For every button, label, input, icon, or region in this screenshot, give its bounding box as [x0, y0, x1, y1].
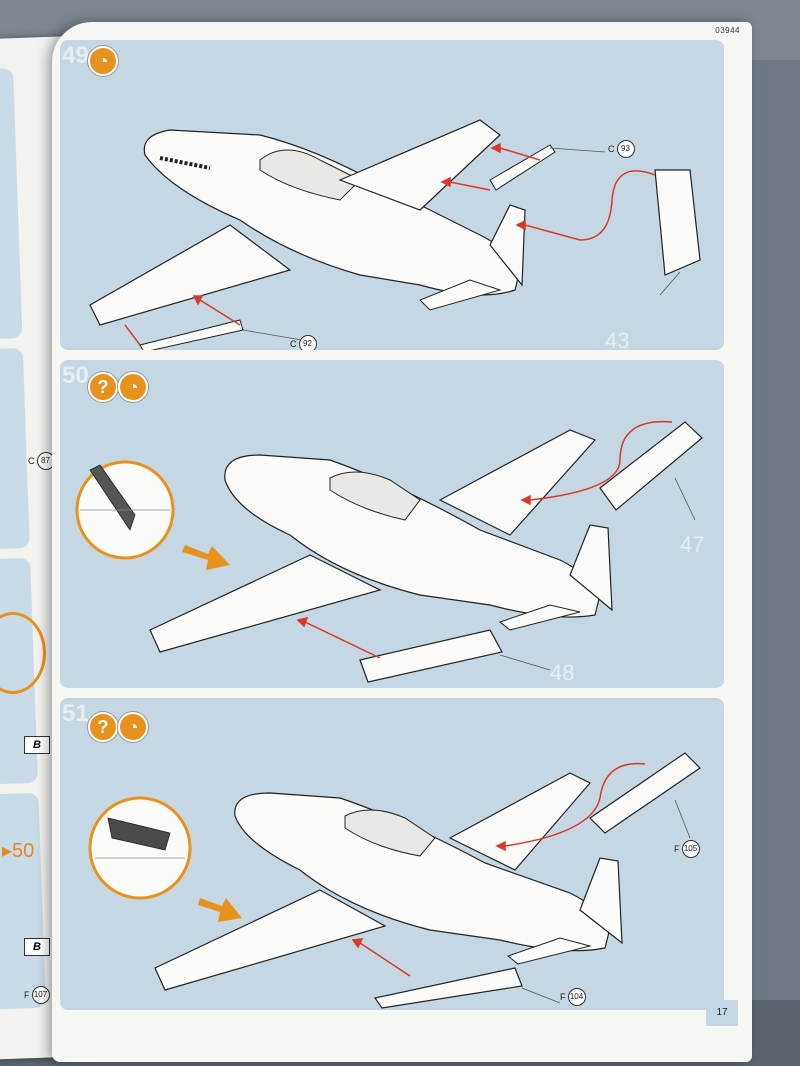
sprue-letter: F	[24, 990, 30, 1000]
left-panel-4	[0, 792, 46, 1010]
arrow-step-number: 50	[12, 840, 35, 862]
part-number-ring: 107	[31, 986, 50, 1004]
part-number-ring: 92	[298, 335, 317, 350]
question-icon: ?	[88, 712, 118, 742]
step-51-drawing	[88, 752, 701, 1009]
step-49-panel: 49 ◔	[60, 40, 724, 350]
paint-icon: ◔	[118, 712, 148, 742]
document-code: 03944	[715, 26, 740, 35]
left-callout-c87: C 87	[28, 452, 55, 470]
left-panel-2	[0, 347, 30, 551]
callout-f105: F 105	[674, 840, 700, 858]
sprue-letter: C	[608, 144, 615, 154]
question-icon: ?	[88, 372, 118, 402]
instruction-page: 03944 49 ◔	[52, 22, 752, 1062]
callout-f104: F 104	[560, 988, 586, 1006]
step-number: 49	[62, 42, 89, 69]
left-panel-1	[0, 68, 23, 341]
sprue-letter: F	[560, 992, 566, 1002]
sprue-letter: C	[28, 456, 35, 466]
part-number-ring: 105	[681, 840, 700, 858]
callout-c93: C 93	[608, 140, 635, 158]
step-50-drawing	[75, 420, 703, 683]
left-flag-b-1: B	[24, 736, 50, 754]
left-callout-f107: F 107	[24, 986, 50, 1004]
sprue-letter: C	[290, 339, 297, 349]
step-number: 50	[62, 362, 89, 389]
paint-icon: ◔	[118, 372, 148, 402]
part-number-ring: 104	[567, 988, 586, 1006]
part-number-ring: 93	[616, 140, 635, 158]
callout-c92: C 92	[290, 335, 317, 350]
part-label-47: 47	[680, 532, 705, 557]
left-arrow-label: ▸50	[2, 838, 34, 863]
left-flag-b-2: B	[24, 938, 50, 956]
step-number: 51	[62, 700, 89, 727]
arrow-glyph: ▸	[2, 840, 13, 862]
step-51-panel: 51 ? ◔	[60, 698, 724, 1010]
step-49-drawing	[89, 119, 701, 350]
sprue-letter: F	[674, 844, 680, 854]
part-number-ring: 87	[36, 452, 55, 470]
step-50-panel: 50 ? ◔	[60, 360, 724, 688]
page-number: 17	[706, 1000, 738, 1026]
part-label-43: 43	[605, 328, 630, 350]
part-label-48: 48	[550, 660, 575, 685]
paint-icon: ◔	[88, 46, 118, 76]
